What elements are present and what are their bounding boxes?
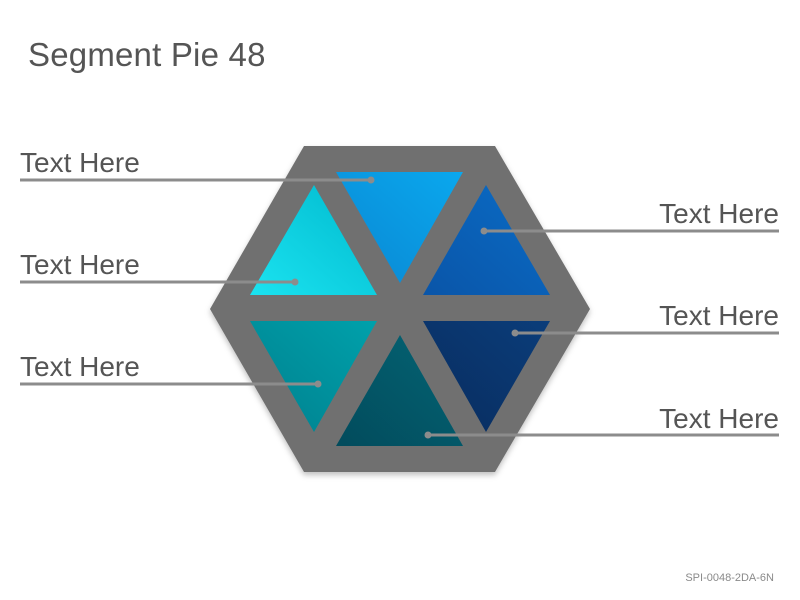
connector-dot-6: [424, 431, 432, 439]
segment-label-2: Text Here: [20, 249, 140, 280]
segment-upper-right: [423, 185, 550, 295]
connector-dot-1: [367, 176, 375, 184]
segment-top: [336, 172, 463, 283]
segment-upper-left: [250, 185, 377, 295]
segment-label-4: Text Here: [659, 198, 779, 229]
segment-lower-left: [250, 321, 377, 432]
segment-label-6: Text Here: [659, 403, 779, 434]
segment-label-5: Text Here: [659, 300, 779, 331]
segment-label-3: Text Here: [20, 351, 140, 382]
connector-dot-5: [511, 329, 519, 337]
slide-code: SPI-0048-2DA-6N: [685, 572, 774, 584]
segment-bottom: [336, 335, 463, 446]
connector-dot-2: [291, 278, 299, 286]
connector-dot-3: [314, 380, 322, 388]
slide-title: Segment Pie 48: [28, 36, 266, 73]
connector-dot-4: [480, 227, 488, 235]
segment-lower-right: [423, 321, 550, 432]
segment-label-1: Text Here: [20, 147, 140, 178]
